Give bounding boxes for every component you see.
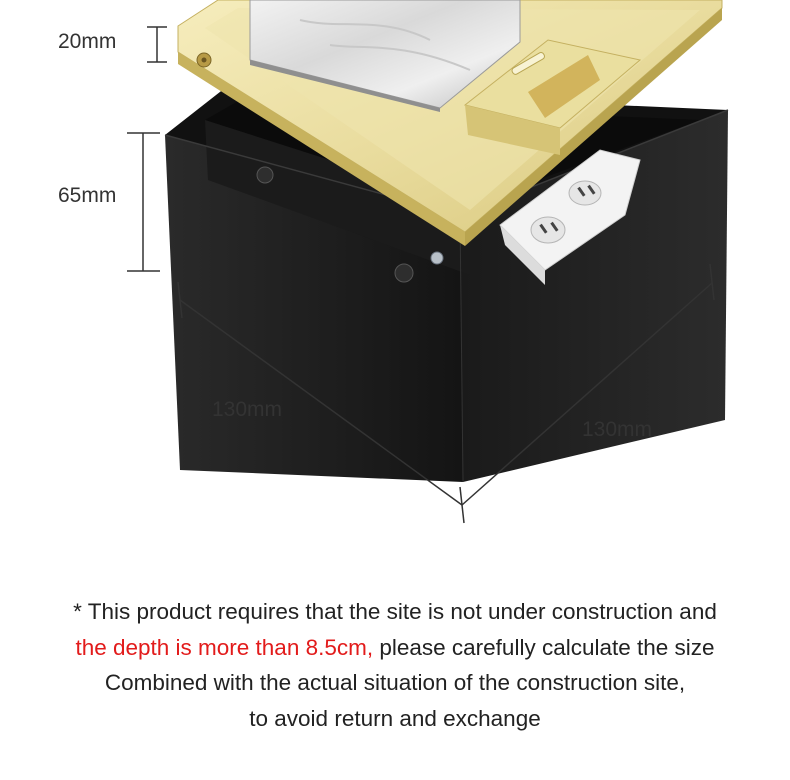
dimension-width-right: 130mm (582, 418, 653, 441)
cover-slot (511, 51, 545, 75)
socket-outlet (530, 216, 566, 244)
dimension-body-height: 65mm (58, 184, 117, 207)
socket-outlet (568, 180, 602, 206)
socket-module (499, 149, 641, 285)
notice-line-4: to avoid return and exchange (249, 705, 541, 731)
notice-line-2-rest: please carefully calculate the size (373, 634, 715, 660)
notice-line-2: the depth is more than 8.5cm, please car… (0, 630, 790, 666)
dimension-width-left: 130mm (212, 398, 283, 421)
mounting-hole (394, 263, 414, 283)
dimension-lines (127, 26, 715, 524)
floor-socket-illustration (127, 0, 729, 524)
installation-notice: * This product requires that the site is… (0, 594, 790, 736)
gold-lid (177, 0, 723, 246)
depth-warning-highlight: the depth is more than 8.5cm, (75, 634, 374, 660)
mounting-hole (256, 166, 274, 184)
notice-line-1: * This product requires that the site is… (73, 599, 717, 624)
dimension-lid-height: 20mm (58, 30, 117, 53)
ground-screw (430, 251, 444, 265)
notice-line-3: Combined with the actual situation of th… (104, 670, 686, 695)
